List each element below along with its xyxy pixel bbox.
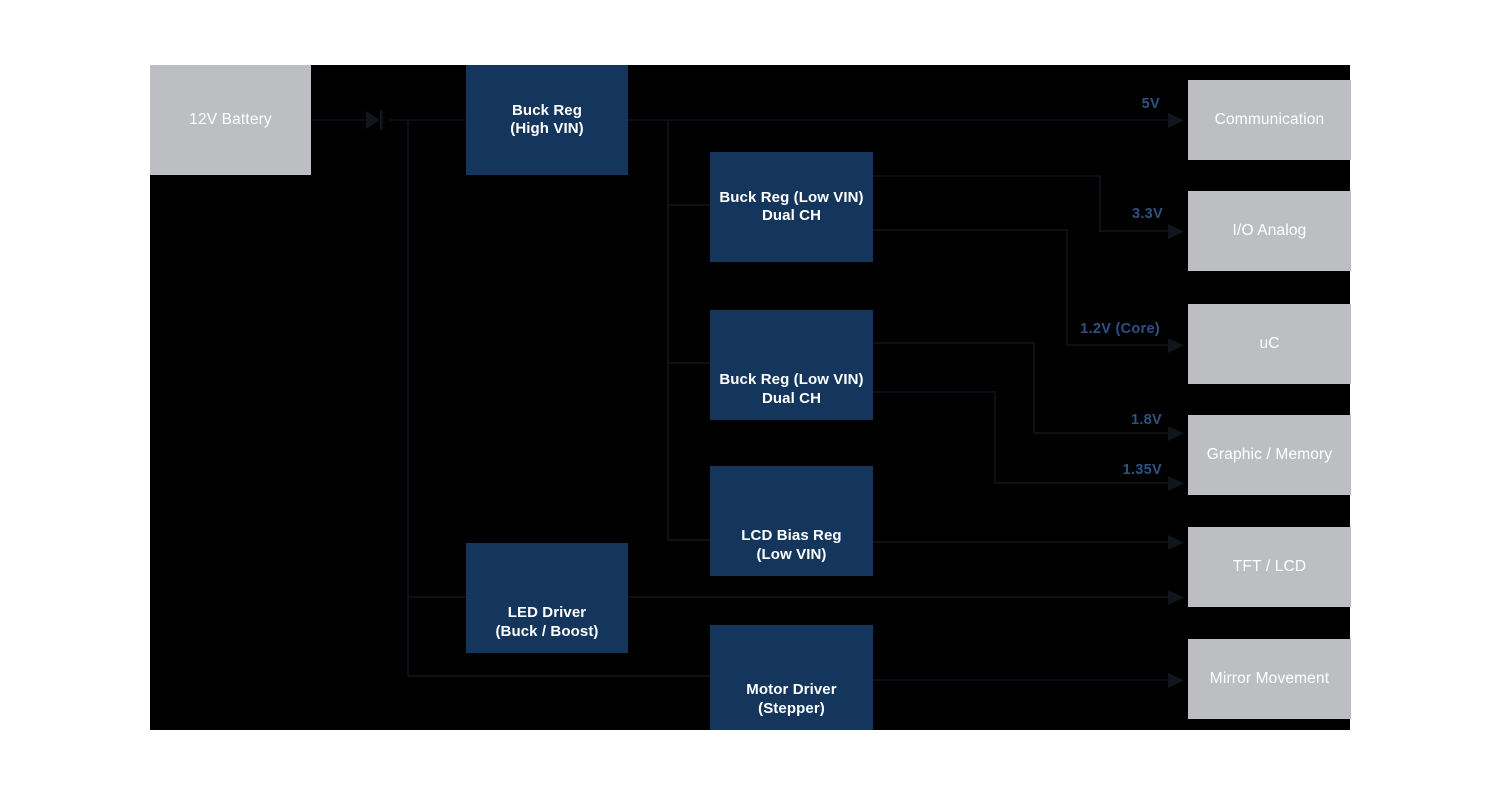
block-communication[interactable]: Communication	[1188, 80, 1351, 160]
block-label-line1: Buck Reg (Low VIN)	[719, 371, 864, 389]
block-label-wrap: LCD Bias Reg (Low VIN)	[741, 527, 841, 564]
block-label-line1: Buck Reg	[512, 101, 582, 119]
rail-label-1v35: 1.35V	[1122, 462, 1162, 478]
block-label-line2: (High VIN)	[510, 120, 584, 137]
block-label: 12V Battery	[189, 110, 272, 128]
block-label-line2: (Low VIN)	[756, 545, 827, 563]
block-label-wrap: Motor Driver (Stepper)	[746, 681, 836, 718]
block-label-line1: LED Driver	[507, 604, 587, 622]
rail-label-3v3: 3.3V	[1131, 206, 1163, 222]
rail-label-1v2-core: 1.2V (Core)	[1080, 321, 1160, 337]
block-io-analog[interactable]: I/O Analog	[1188, 191, 1351, 271]
block-label-line2: Dual CH	[761, 207, 822, 224]
block-graphic-memory[interactable]: Graphic / Memory	[1188, 415, 1351, 495]
rail-label-1v8: 1.8V	[1130, 412, 1162, 428]
rail-label-5v: 5V	[1141, 96, 1160, 112]
block-label-line2: (Stepper)	[758, 699, 825, 717]
block-label: TFT / LCD	[1232, 557, 1307, 575]
block-label: uC	[1259, 334, 1280, 352]
block-label: I/O Analog	[1232, 221, 1307, 239]
block-label-wrap: Buck Reg (Low VIN) Dual CH	[719, 371, 863, 408]
block-buck-reg-low-vin-dual-ch-1[interactable]: Buck Reg (Low VIN) Dual CH	[710, 152, 873, 262]
block-12v-battery[interactable]: 12V Battery	[150, 65, 311, 175]
block-uc[interactable]: uC	[1188, 304, 1351, 384]
block-label-wrap: LED Driver (Buck / Boost)	[495, 604, 598, 641]
block-label-line1: LCD Bias Reg	[741, 527, 842, 545]
block-label-line1: Motor Driver	[746, 681, 837, 699]
block-label-wrap: Buck Reg (Low VIN) Dual CH	[719, 189, 863, 226]
block-lcd-bias-reg[interactable]: LCD Bias Reg (Low VIN)	[710, 466, 873, 576]
block-label-line2: (Buck / Boost)	[495, 622, 599, 640]
block-mirror-movement[interactable]: Mirror Movement	[1188, 639, 1351, 719]
block-label-line1: Buck Reg (Low VIN)	[719, 188, 864, 206]
block-label: Graphic / Memory	[1206, 445, 1333, 463]
block-label: Communication	[1214, 110, 1325, 128]
block-buck-reg-high-vin[interactable]: Buck Reg (High VIN)	[466, 65, 628, 175]
block-led-driver[interactable]: LED Driver (Buck / Boost)	[466, 543, 628, 653]
block-label-wrap: Buck Reg (High VIN)	[510, 102, 584, 139]
block-label: Mirror Movement	[1209, 669, 1330, 687]
block-label-line2: Dual CH	[761, 389, 822, 407]
block-buck-reg-low-vin-dual-ch-2[interactable]: Buck Reg (Low VIN) Dual CH	[710, 310, 873, 420]
block-motor-driver[interactable]: Motor Driver (Stepper)	[710, 625, 873, 730]
block-tft-lcd[interactable]: TFT / LCD	[1188, 527, 1351, 607]
